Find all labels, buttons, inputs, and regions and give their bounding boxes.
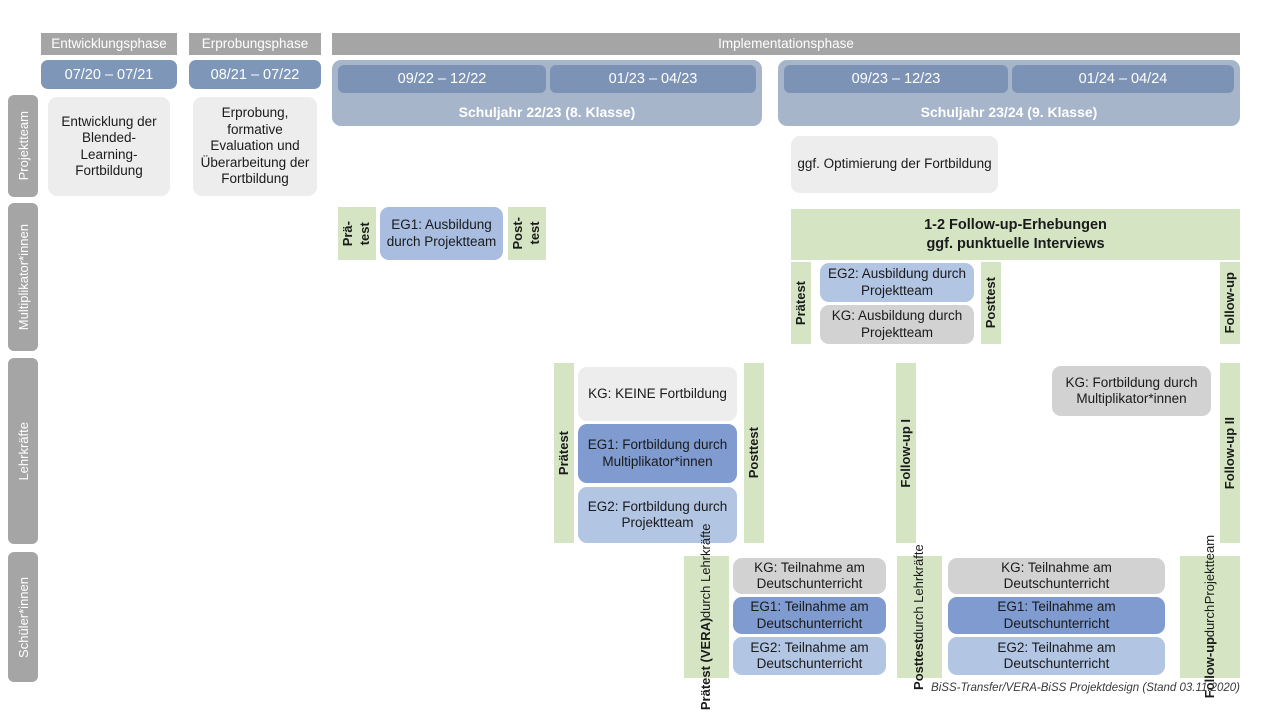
schueler-posttest-sub: durch Lehrkräfte xyxy=(911,544,927,639)
lehrkraefte-kg2-text: KG: Fortbildung durch Multiplikator*inne… xyxy=(1065,374,1198,406)
lehrkraefte-eg1-text: EG1: Fortbildung durch Multiplikator*inn… xyxy=(587,437,728,469)
lehrkraefte-eg2-box: EG2: Fortbildung durch Projektteam xyxy=(578,487,737,543)
date-chip-0123-0423-label: 01/23 – 04/23 xyxy=(608,71,698,87)
multiplikatoren-praetest2-label: Prätest xyxy=(792,280,808,326)
multiplikatoren-followup-strip: Follow-up xyxy=(1220,262,1240,344)
date-chip-entwicklung: 07/20 – 07/21 xyxy=(41,60,177,89)
multiplikatoren-eg2-text: EG2: Ausbildung durch Projektteam xyxy=(827,266,967,298)
phase-band-erprobung-label: Erprobungsphase xyxy=(201,35,309,51)
schueler-praetest-strip: Prätest (VERA) durch Lehrkräfte xyxy=(684,523,729,711)
multiplikatoren-kg-box: KG: Ausbildung durch Projektteam xyxy=(820,305,974,344)
lehrkraefte-kg-box: KG: KEINE Fortbildung xyxy=(578,367,737,421)
schoolyear-2324-container: 09/23 – 12/23 01/24 – 04/24 Schuljahr 23… xyxy=(778,60,1240,126)
schueler-kg1-text: KG: Teilnahme am Deutschunterricht xyxy=(754,559,865,591)
multiplikatoren-eg1-text: EG1: Ausbildung durch Projektteam xyxy=(386,217,497,249)
lehrkraefte-followup1-label: Follow-up I xyxy=(897,418,913,488)
date-chip-erprobung: 08/21 – 07/22 xyxy=(189,60,321,89)
schueler-eg1-1-box: EG1: Teilnahme am Deutschunterricht xyxy=(733,597,886,634)
multiplikatoren-praetest-label: Prä-test xyxy=(340,220,372,247)
lehrkraefte-followup1-strip: Follow-up I xyxy=(896,363,916,543)
row-label-lehrkraefte-text: Lehrkräfte xyxy=(15,421,31,481)
row-label-lehrkraefte: Lehrkräfte xyxy=(8,358,38,544)
projektteam-erprobung-box: Erprobung, formative Evaluation und Über… xyxy=(193,97,317,196)
schueler-eg1-2-text: EG1: Teilnahme am Deutschunterricht xyxy=(997,599,1116,631)
date-chip-0923-1223: 09/23 – 12/23 xyxy=(784,65,1008,93)
lehrkraefte-followup2-strip: Follow-up II xyxy=(1220,363,1240,543)
schueler-kg2-text: KG: Teilnahme am Deutschunterricht xyxy=(1001,559,1112,591)
multiplikatoren-eg1-box: EG1: Ausbildung durch Projektteam xyxy=(380,207,503,260)
schueler-eg2-1-box: EG2: Teilnahme am Deutschunterricht xyxy=(733,637,886,675)
schueler-kg2-box: KG: Teilnahme am Deutschunterricht xyxy=(948,558,1165,594)
schueler-followup-strip: Follow-up durch Projektteam xyxy=(1180,535,1240,699)
schueler-eg1-2-box: EG1: Teilnahme am Deutschunterricht xyxy=(948,597,1165,634)
row-label-projektteam: Projektteam xyxy=(8,95,38,197)
lehrkraefte-praetest-label: Prätest xyxy=(555,430,571,476)
projektteam-erprobung-text: Erprobung, formative Evaluation und Über… xyxy=(200,105,310,187)
row-label-schueler-text: Schüler*innen xyxy=(15,576,31,658)
followup-erhebungen-banner: 1-2 Follow-up-Erhebungen ggf. punktuelle… xyxy=(791,209,1240,260)
followup-erhebungen-line1: 1-2 Follow-up-Erhebungen xyxy=(924,216,1107,233)
schueler-praetest-sub: durch Lehrkräfte xyxy=(698,523,714,619)
schueler-eg2-1-text: EG2: Teilnahme am Deutschunterricht xyxy=(750,639,869,671)
lehrkraefte-posttest-strip: Posttest xyxy=(744,363,764,543)
row-label-schueler: Schüler*innen xyxy=(8,552,38,682)
footer-caption: BiSS-Transfer/VERA-BiSS Projektdesign (S… xyxy=(931,682,1240,694)
schoolyear-2324-label: Schuljahr 23/24 (9. Klasse) xyxy=(920,104,1098,120)
schoolyear-2223-label: Schuljahr 22/23 (8. Klasse) xyxy=(458,104,636,120)
row-label-multiplikatoren-text: Multiplikator*innen xyxy=(15,223,31,331)
multiplikatoren-kg-text: KG: Ausbildung durch Projektteam xyxy=(831,308,963,340)
lehrkraefte-eg1-box: EG1: Fortbildung durch Multiplikator*inn… xyxy=(578,424,737,483)
followup-erhebungen-line2: ggf. punktuelle Interviews xyxy=(926,235,1105,252)
schueler-praetest-bold: Prätest (VERA) xyxy=(698,618,714,711)
date-chip-0123-0423: 01/23 – 04/23 xyxy=(550,65,756,93)
date-chip-0124-0424-label: 01/24 – 04/24 xyxy=(1078,71,1168,87)
schueler-eg2-2-box: EG2: Teilnahme am Deutschunterricht xyxy=(948,637,1165,675)
lehrkraefte-followup2-label: Follow-up II xyxy=(1221,416,1237,490)
lehrkraefte-praetest-strip: Prätest xyxy=(554,363,574,543)
date-chip-0922-1222: 09/22 – 12/22 xyxy=(338,65,546,93)
row-label-multiplikatoren: Multiplikator*innen xyxy=(8,203,38,351)
projektteam-entwicklung-text: Entwicklung der Blended-Learning-Fortbil… xyxy=(61,113,157,178)
schueler-followup-sub2: Projektteam xyxy=(1201,535,1217,605)
projektteam-entwicklung-box: Entwicklung der Blended-Learning-Fortbil… xyxy=(48,97,170,196)
date-chip-0922-1222-label: 09/22 – 12/22 xyxy=(397,71,487,87)
schueler-posttest-label: Posttest durch Lehrkräfte xyxy=(911,544,927,690)
phase-band-implementation: Implementationsphase xyxy=(332,33,1240,55)
lehrkraefte-kg-text: KG: KEINE Fortbildung xyxy=(588,385,727,401)
projektteam-optimierung-text: ggf. Optimierung der Fortbildung xyxy=(797,156,992,172)
schueler-posttest-strip: Posttest durch Lehrkräfte xyxy=(897,544,942,690)
multiplikatoren-posttest-strip: Post-test xyxy=(508,207,546,260)
phase-band-entwicklung-label: Entwicklungsphase xyxy=(51,35,167,51)
lehrkraefte-eg2-text: EG2: Fortbildung durch Projektteam xyxy=(587,498,728,530)
schueler-eg2-2-text: EG2: Teilnahme am Deutschunterricht xyxy=(997,639,1116,671)
schueler-kg1-box: KG: Teilnahme am Deutschunterricht xyxy=(733,558,886,594)
phase-band-entwicklung: Entwicklungsphase xyxy=(41,33,177,55)
date-chip-0124-0424: 01/24 – 04/24 xyxy=(1012,65,1234,93)
schueler-eg1-1-text: EG1: Teilnahme am Deutschunterricht xyxy=(750,599,869,631)
multiplikatoren-eg2-box: EG2: Ausbildung durch Projektteam xyxy=(820,263,974,302)
projektteam-optimierung-box: ggf. Optimierung der Fortbildung xyxy=(791,136,998,193)
multiplikatoren-posttest-label: Post-test xyxy=(510,217,542,250)
schueler-followup-label: Follow-up durch Projektteam xyxy=(1201,535,1218,698)
phase-band-erprobung: Erprobungsphase xyxy=(189,33,321,55)
schueler-praetest-label: Prätest (VERA) durch Lehrkräfte xyxy=(698,523,714,711)
multiplikatoren-posttest2-label: Posttest xyxy=(982,277,998,329)
date-chip-entwicklung-label: 07/20 – 07/21 xyxy=(64,66,154,83)
row-label-projektteam-text: Projektteam xyxy=(15,111,31,181)
lehrkraefte-posttest-label: Posttest xyxy=(745,427,761,479)
lehrkraefte-kg2-box: KG: Fortbildung durch Multiplikator*inne… xyxy=(1052,366,1211,416)
multiplikatoren-posttest2-strip: Posttest xyxy=(981,262,1001,344)
multiplikatoren-praetest-strip: Prä-test xyxy=(338,207,376,260)
date-chip-0923-1223-label: 09/23 – 12/23 xyxy=(851,71,941,87)
multiplikatoren-praetest2-strip: Prätest xyxy=(791,262,811,344)
phase-band-implementation-label: Implementationsphase xyxy=(718,35,854,51)
schueler-followup-sub1: durch xyxy=(1201,604,1217,638)
multiplikatoren-followup-label: Follow-up xyxy=(1221,272,1237,334)
date-chip-erprobung-label: 08/21 – 07/22 xyxy=(210,66,300,83)
schoolyear-2223-container: 09/22 – 12/22 01/23 – 04/23 Schuljahr 22… xyxy=(332,60,762,126)
